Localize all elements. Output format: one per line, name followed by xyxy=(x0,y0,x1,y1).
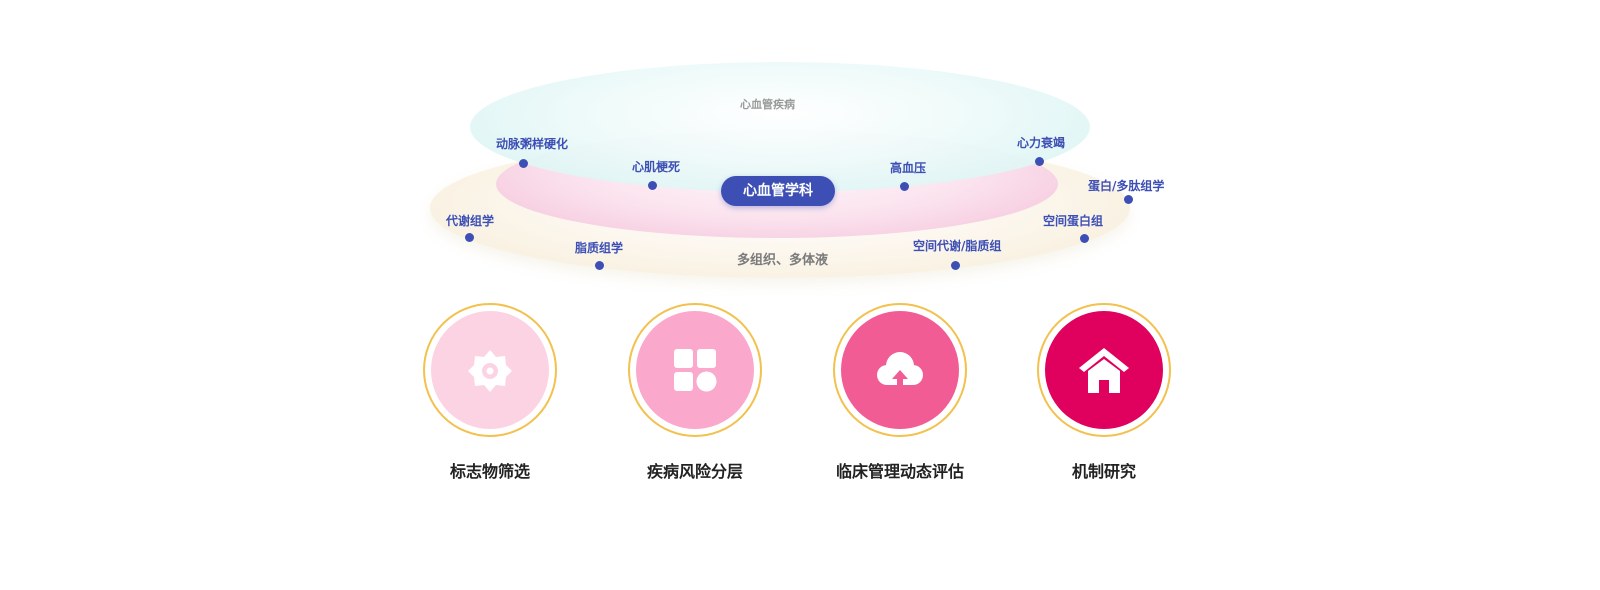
biomarker-screening-badge xyxy=(423,303,557,437)
biomarker-screening-fill xyxy=(431,311,549,429)
risk-stratification-badge xyxy=(628,303,762,437)
node-label-spatial-proteome: 空间蛋白组 xyxy=(1043,214,1104,228)
node-label-heart-failure: 心力衰竭 xyxy=(1017,136,1066,150)
node-label-proteomics: 蛋白/多肽组学 xyxy=(1088,179,1165,193)
node-dot-heart-failure xyxy=(1035,157,1044,166)
risk-stratification-fill xyxy=(636,311,754,429)
node-label-hypertension: 高血压 xyxy=(890,161,927,175)
top-layer-disc xyxy=(470,62,1090,192)
node-dot-spatial-metabolome xyxy=(951,261,960,270)
gear-icon xyxy=(468,350,512,392)
node-label-metabolomics: 代谢组学 xyxy=(446,214,495,228)
widgets-icon xyxy=(674,349,717,392)
node-label-atherosclerosis: 动脉粥样硬化 xyxy=(496,137,569,151)
node-dot-hypertension xyxy=(900,182,909,191)
caption-biomarker-screening: 标志物筛选 xyxy=(449,462,530,481)
node-label-spatial-metabolome: 空间代谢/脂质组 xyxy=(913,239,1002,253)
node-dot-myocardial-infarction xyxy=(648,181,657,190)
caption-clinical-management: 临床管理动态评估 xyxy=(835,462,964,481)
mechanism-research-fill xyxy=(1045,311,1163,429)
bottom-layer-label: 多组织、多体液 xyxy=(737,253,829,268)
home-icon xyxy=(1079,348,1129,393)
top-layer-label: 心血管疾病 xyxy=(740,98,795,111)
mechanism-research-badge xyxy=(1037,303,1171,437)
clinical-management-badge xyxy=(833,303,967,437)
caption-risk-stratification: 疾病风险分层 xyxy=(646,462,743,481)
node-dot-atherosclerosis xyxy=(519,159,528,168)
node-dot-lipidomics xyxy=(595,261,604,270)
node-dot-proteomics xyxy=(1124,195,1133,204)
node-dot-metabolomics xyxy=(465,233,474,242)
cloud-upload-icon xyxy=(877,352,923,386)
node-label-lipidomics: 脂质组学 xyxy=(575,241,624,255)
clinical-management-fill xyxy=(841,311,959,429)
node-label-myocardial-infarction: 心肌梗死 xyxy=(632,160,681,174)
node-dot-spatial-proteome xyxy=(1080,234,1089,243)
center-discipline-badge: 心血管学科 xyxy=(721,176,835,206)
caption-mechanism-research: 机制研究 xyxy=(1071,462,1136,481)
